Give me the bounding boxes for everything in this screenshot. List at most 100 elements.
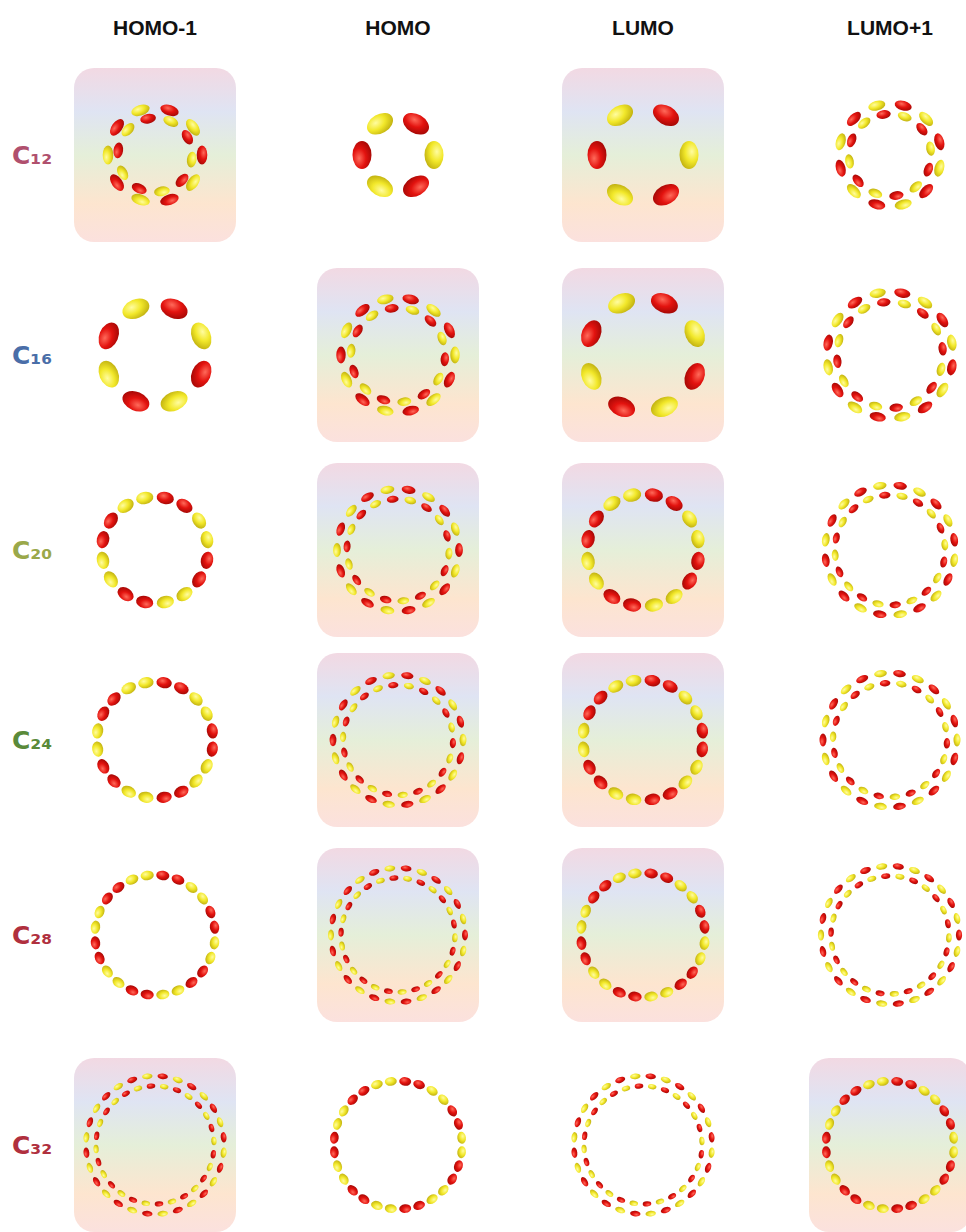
orbital-lobe bbox=[859, 995, 872, 1005]
orbital-lobe bbox=[601, 586, 624, 607]
orbital-lobe bbox=[179, 1192, 189, 1201]
orbital-lobe bbox=[939, 556, 948, 569]
orbital-lobe bbox=[688, 703, 705, 722]
orbital-lobe bbox=[644, 991, 659, 1002]
orbital-lobe bbox=[586, 964, 602, 981]
orbital-lobe bbox=[832, 975, 844, 987]
highlight-panel bbox=[562, 463, 724, 637]
orbital-lobe bbox=[452, 1159, 464, 1173]
orbital-lobe bbox=[189, 510, 209, 531]
orbital-lobe bbox=[672, 1092, 682, 1101]
orbital-lobe bbox=[441, 707, 451, 719]
orbital-lobe bbox=[876, 109, 892, 120]
orbital-lobe bbox=[130, 192, 151, 208]
highlight-panel bbox=[562, 848, 724, 1022]
orbital-lobe bbox=[446, 768, 458, 782]
orbital-lobe bbox=[442, 959, 451, 969]
orbital-lobe bbox=[695, 741, 709, 758]
orbital-lobe bbox=[329, 1131, 339, 1144]
orbital-lobe bbox=[839, 967, 849, 978]
orbital-lobe bbox=[946, 961, 957, 974]
orbital-lobe bbox=[384, 1204, 397, 1214]
orbital-lobe bbox=[336, 347, 345, 364]
orbital-lobe bbox=[418, 686, 430, 696]
orbital-lobe bbox=[357, 1192, 372, 1206]
orbital-lobe bbox=[644, 868, 659, 879]
orbital-lobe bbox=[366, 783, 378, 793]
orbital-lobe bbox=[855, 673, 870, 685]
orbital-lobe bbox=[368, 868, 380, 877]
orbital-lobe bbox=[684, 889, 700, 906]
orbital-lobe bbox=[920, 585, 933, 598]
orbital-lobe bbox=[690, 551, 707, 572]
orbital-lobe bbox=[938, 342, 948, 356]
orbital-lobe bbox=[842, 580, 855, 593]
orbital-lobe bbox=[832, 715, 842, 727]
orbital-lobe bbox=[690, 1111, 699, 1121]
orbital-lobe bbox=[838, 700, 849, 712]
orbital-lobe bbox=[100, 963, 115, 979]
orbital-lobe bbox=[160, 1083, 169, 1089]
orbital-lobe bbox=[603, 100, 637, 130]
orbital-lobe bbox=[929, 321, 943, 337]
orbital-lobe bbox=[364, 675, 378, 686]
orbital-lobe bbox=[630, 1073, 641, 1080]
orbital-lobe bbox=[452, 960, 462, 972]
orbital-lobe bbox=[434, 782, 448, 795]
orbital-lobe bbox=[573, 1116, 582, 1128]
orbital-lobe bbox=[93, 904, 107, 920]
orbital-lobe bbox=[849, 977, 860, 987]
orbital-lobe bbox=[679, 508, 700, 531]
row-label: C₂₈ bbox=[12, 921, 52, 950]
orbital-lobe bbox=[384, 998, 395, 1005]
orbital-lobe bbox=[819, 945, 828, 957]
orbital-lobe bbox=[832, 883, 844, 895]
orbital-lobe bbox=[586, 889, 602, 906]
orbital-lobe bbox=[649, 180, 683, 210]
orbital-lobe bbox=[216, 1162, 225, 1174]
orbital-lobe bbox=[162, 114, 180, 129]
orbital-lobe bbox=[399, 109, 433, 139]
orbital-lobe bbox=[581, 1145, 587, 1154]
orbital-lobe bbox=[342, 716, 351, 728]
orbital-lobe bbox=[400, 998, 411, 1005]
orbital-lobe bbox=[573, 1162, 582, 1174]
orbital-lobe bbox=[598, 1097, 608, 1107]
orbital-lobe bbox=[363, 171, 397, 201]
orbital-lobe bbox=[99, 1169, 108, 1179]
orbital-lobe bbox=[861, 985, 872, 994]
orbital-lobe bbox=[699, 1137, 705, 1146]
orbital-lobe bbox=[183, 975, 199, 990]
orbital-lobe bbox=[445, 1172, 459, 1187]
row-label: C₂₀ bbox=[12, 536, 52, 565]
orbital-lobe bbox=[821, 752, 831, 766]
orbital-lobe bbox=[426, 778, 438, 789]
orbital-lobe bbox=[834, 900, 843, 911]
orbital-lobe bbox=[704, 1162, 713, 1174]
row-label: C₁₆ bbox=[12, 341, 52, 370]
orbital-lobe bbox=[351, 323, 365, 339]
orbital-lobe bbox=[156, 676, 173, 689]
orbital-lobe bbox=[597, 976, 614, 992]
orbital-lobe bbox=[949, 1146, 959, 1159]
orbital-lobe bbox=[135, 490, 154, 506]
orbital-lobe bbox=[949, 532, 959, 547]
orbital-lobe bbox=[603, 180, 637, 210]
orbital-lobe bbox=[875, 990, 885, 997]
orbital-lobe bbox=[939, 753, 949, 765]
orbital-lobe bbox=[172, 783, 191, 800]
orbital-lobe bbox=[399, 171, 433, 201]
orbital-lobe bbox=[695, 722, 709, 739]
orbital-lobe bbox=[917, 1192, 932, 1206]
orbital-lobe bbox=[430, 695, 442, 707]
orbital-lobe bbox=[946, 358, 958, 376]
orbital-lobe bbox=[896, 492, 909, 501]
orbital-lobe bbox=[663, 493, 686, 514]
orbital-lobe bbox=[457, 1131, 467, 1144]
orbital-lobe bbox=[571, 1132, 578, 1143]
orbital bbox=[353, 109, 444, 202]
orbital-lobe bbox=[606, 678, 625, 695]
orbital bbox=[329, 1076, 466, 1213]
orbital-lobe bbox=[335, 563, 347, 579]
orbital-lobe bbox=[905, 595, 918, 606]
